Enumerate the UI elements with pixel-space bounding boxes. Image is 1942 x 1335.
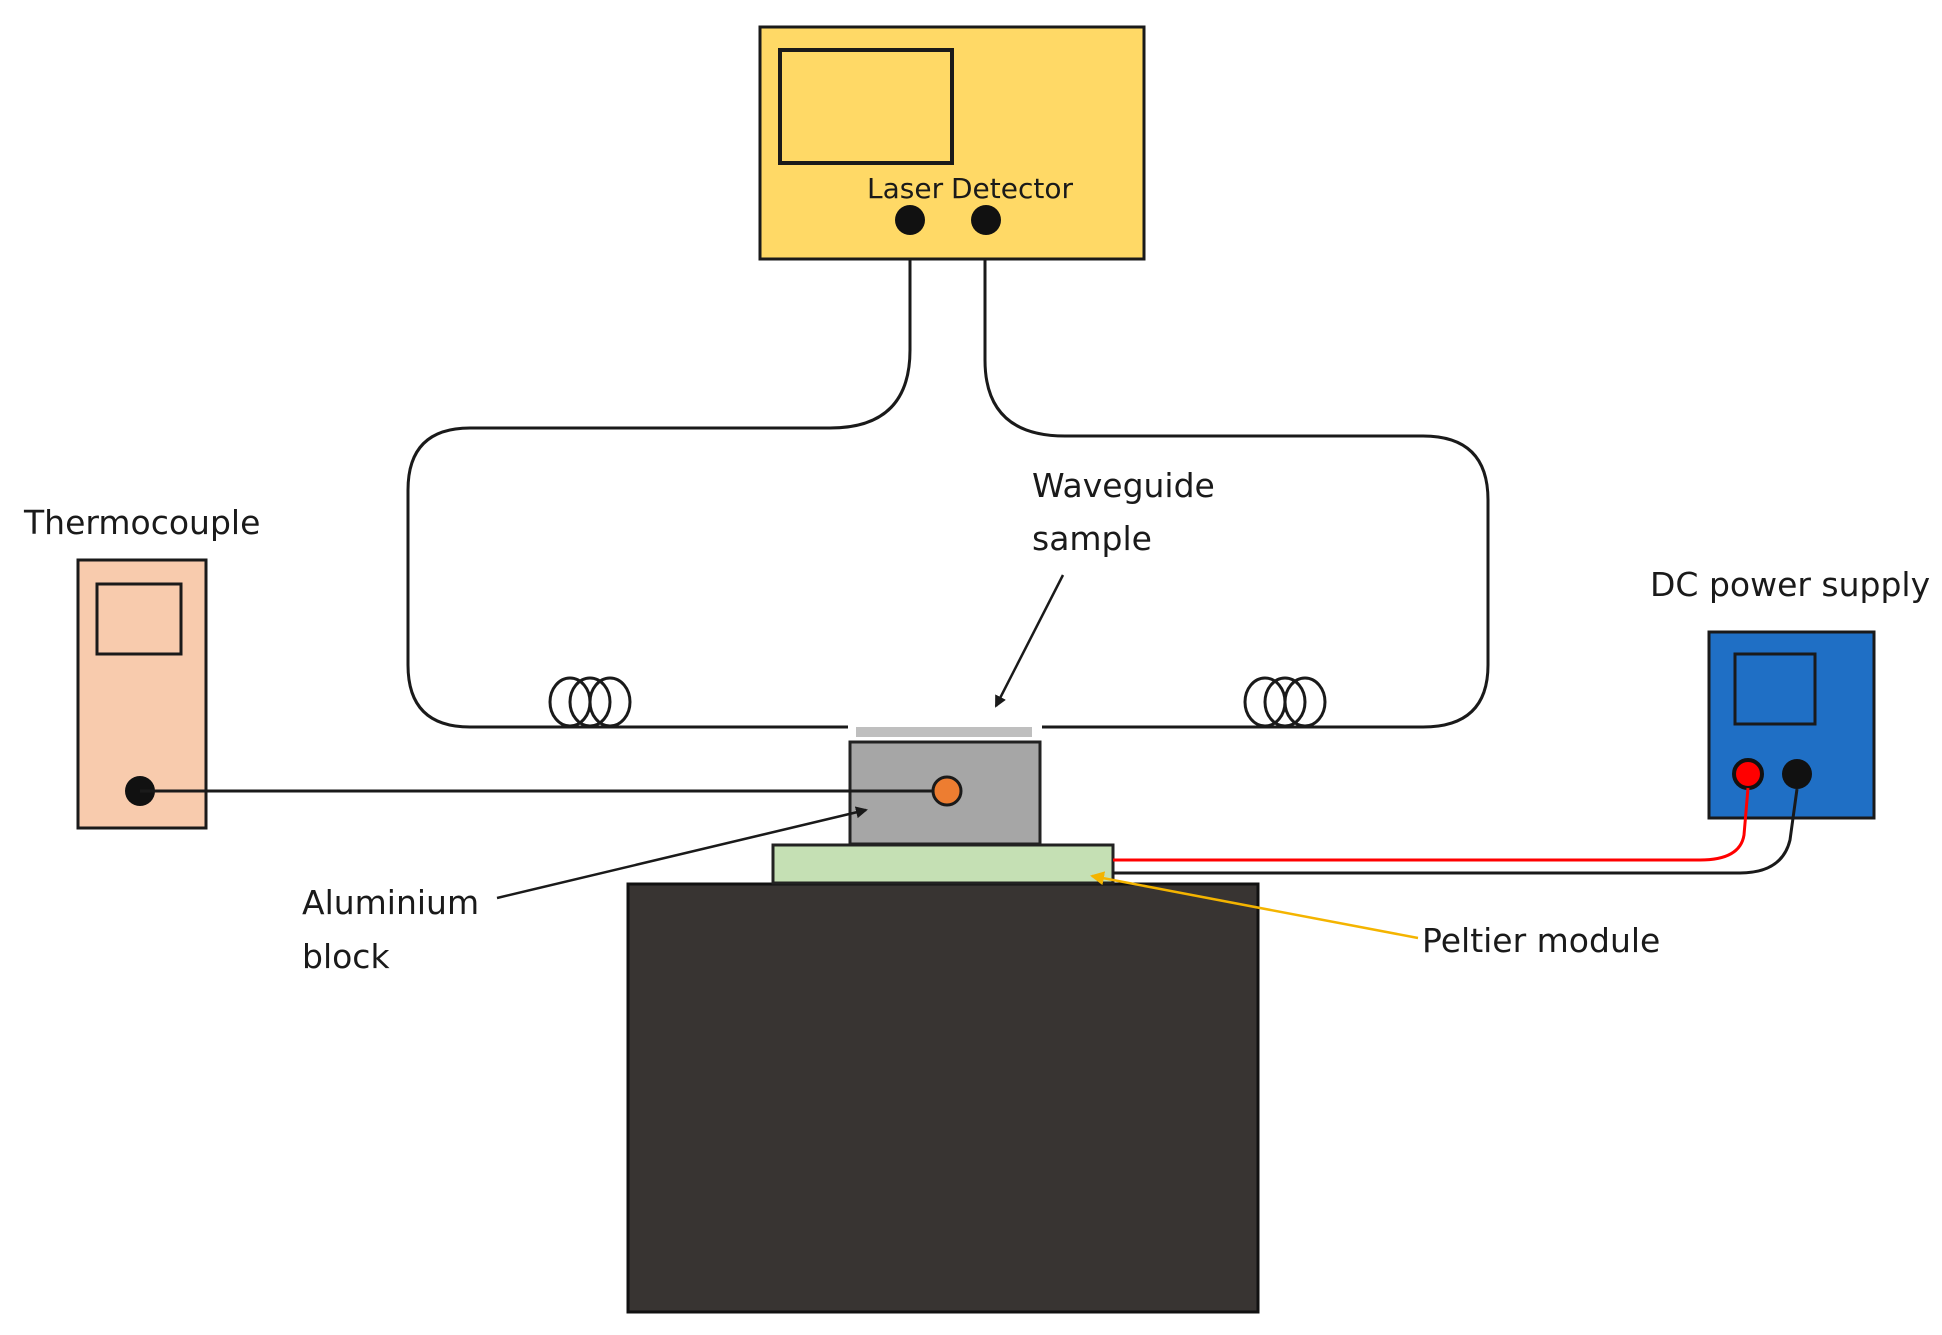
fiber-left (406, 226, 912, 729)
thermocouple-display (95, 582, 183, 656)
base-stage (626, 882, 1260, 1314)
peltier-module (771, 843, 1115, 885)
aluminium-block-label-line2: block (302, 937, 390, 976)
peltier-module-label: Peltier module (1422, 921, 1660, 960)
fiber-coil-right (1243, 676, 1327, 728)
dc-power-supply-display (1733, 652, 1817, 726)
peltier-arrow (1090, 871, 1419, 940)
laser-port-label: Laser (867, 172, 944, 205)
dc-negative-terminal (1782, 759, 1812, 789)
dc-positive-terminal (1732, 758, 1764, 790)
fiber-coil-left (548, 676, 632, 728)
waveguide-arrow (994, 574, 1065, 708)
aluminium-arrow (496, 806, 868, 900)
laser-port (895, 205, 925, 235)
dc-power-supply-label: DC power supply (1650, 565, 1930, 604)
fiber-right (983, 226, 1490, 729)
thermocouple-label: Thermocouple (23, 503, 260, 542)
detector-port (971, 205, 1001, 235)
red-power-wire (1113, 787, 1750, 862)
waveguide-sample-label-line1: Waveguide (1032, 466, 1215, 505)
waveguide-sample-label-line2: sample (1032, 519, 1152, 558)
laser-detector-screen (778, 48, 954, 165)
aluminium-block-label-line1: Aluminium (302, 883, 479, 922)
black-power-wire (1113, 788, 1799, 875)
waveguide-sample (856, 727, 1032, 737)
thermocouple-probe (931, 775, 963, 807)
detector-port-label: Detector (951, 172, 1073, 205)
